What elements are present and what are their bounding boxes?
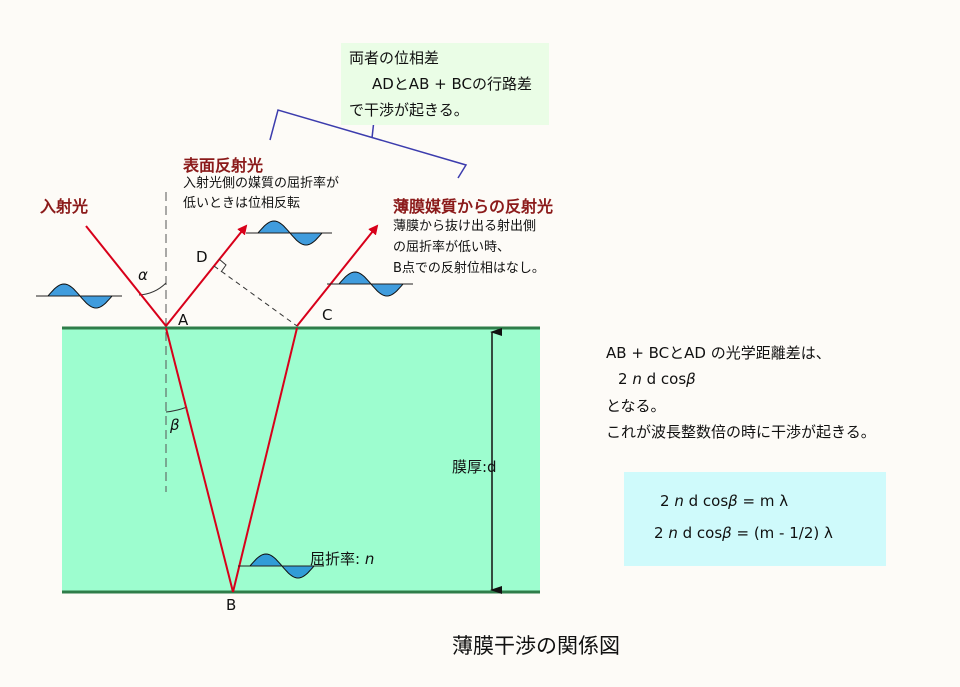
surface-note-2: 低いときは位相反転 bbox=[183, 196, 301, 211]
formula-bottom-beta: β bbox=[722, 524, 732, 542]
formula-top-rhs: = m λ bbox=[737, 492, 789, 510]
expr-two: 2 bbox=[618, 370, 633, 388]
film-note-2: の屈折率が低い時、 bbox=[393, 240, 511, 255]
surface-reflection-label: 表面反射光 bbox=[183, 156, 264, 175]
incident-ray bbox=[85, 225, 167, 327]
optical-distance-line-4: これが波長整数倍の時に干渉が起きる。 bbox=[606, 423, 876, 441]
film-note-1: 薄膜から抜け出る射出側 bbox=[393, 219, 537, 234]
surface-reflected-ray bbox=[165, 224, 248, 327]
point-b-label: B bbox=[226, 596, 237, 614]
formula-bottom-n: n bbox=[668, 524, 678, 542]
diagram-caption: 薄膜干渉の関係図 bbox=[452, 634, 620, 658]
film-note-3: B点での反射位相はなし。 bbox=[393, 261, 545, 276]
film-reflect-wave-icon bbox=[338, 271, 404, 297]
refractive-index-label: 屈折率: n bbox=[310, 548, 374, 569]
phase-line-3: で干渉が起きる。 bbox=[349, 101, 469, 119]
phase-difference-box: 両者の位相差 ADとAB + BCの行路差 で干渉が起きる。 bbox=[341, 43, 549, 125]
right-angle-mark bbox=[218, 258, 227, 273]
phase-line-2: ADとAB + BCの行路差 bbox=[372, 75, 532, 93]
beta-symbol: β bbox=[170, 416, 180, 434]
thin-film-layer bbox=[62, 328, 540, 592]
formula-bottom-two: 2 bbox=[654, 524, 669, 542]
refractive-index-text: 屈折率: bbox=[310, 550, 361, 568]
angle-alpha-arc bbox=[138, 282, 167, 296]
formula-box: 2 n d cosβ = m λ 2 n d cosβ = (m - 1/2) … bbox=[624, 472, 886, 566]
reflected-ray-bc bbox=[232, 327, 298, 593]
formula-top-dcos: d cos bbox=[688, 492, 729, 510]
incident-wave-icon bbox=[47, 283, 113, 309]
optical-distance-line-3: となる。 bbox=[606, 397, 666, 415]
formula-bottom-rhs: = (m - 1/2) λ bbox=[731, 524, 833, 542]
formula-top-two: 2 bbox=[660, 492, 675, 510]
formula-destructive: 2 n d cosβ = (m - 1/2) λ bbox=[654, 524, 833, 542]
perpendicular-cd bbox=[213, 265, 298, 327]
phase-line-1: 両者の位相差 bbox=[349, 49, 440, 67]
point-a-label: A bbox=[178, 311, 189, 329]
point-c-label: C bbox=[322, 306, 333, 324]
formula-constructive: 2 n d cosβ = m λ bbox=[660, 492, 788, 510]
formula-bottom-dcos: d cos bbox=[682, 524, 723, 542]
surface-note-1: 入射光側の媒質の屈折率が bbox=[183, 176, 340, 191]
optical-distance-line-2: 2 n d cosβ bbox=[618, 366, 696, 393]
surface-reflect-wave-icon bbox=[257, 220, 323, 246]
expr-n: n bbox=[632, 370, 642, 388]
formula-top-n: n bbox=[674, 492, 684, 510]
refracted-ray-ab bbox=[165, 327, 234, 593]
incident-light-label: 入射光 bbox=[40, 197, 89, 216]
optical-distance-line-1: AB + BCとAD の光学距離差は、 bbox=[606, 344, 831, 362]
refractive-index-symbol: n bbox=[364, 550, 375, 568]
film-reflection-label: 薄膜媒質からの反射光 bbox=[393, 197, 554, 216]
film-reflected-ray bbox=[296, 224, 379, 327]
expr-dcos: d cos bbox=[646, 370, 687, 388]
alpha-symbol: α bbox=[138, 266, 148, 284]
film-thickness-label: 膜厚:d bbox=[452, 458, 497, 476]
expr-beta: β bbox=[686, 370, 696, 388]
film-bottom-wave-icon bbox=[249, 553, 315, 579]
formula-top-beta: β bbox=[728, 492, 738, 510]
point-d-label: D bbox=[196, 248, 208, 266]
